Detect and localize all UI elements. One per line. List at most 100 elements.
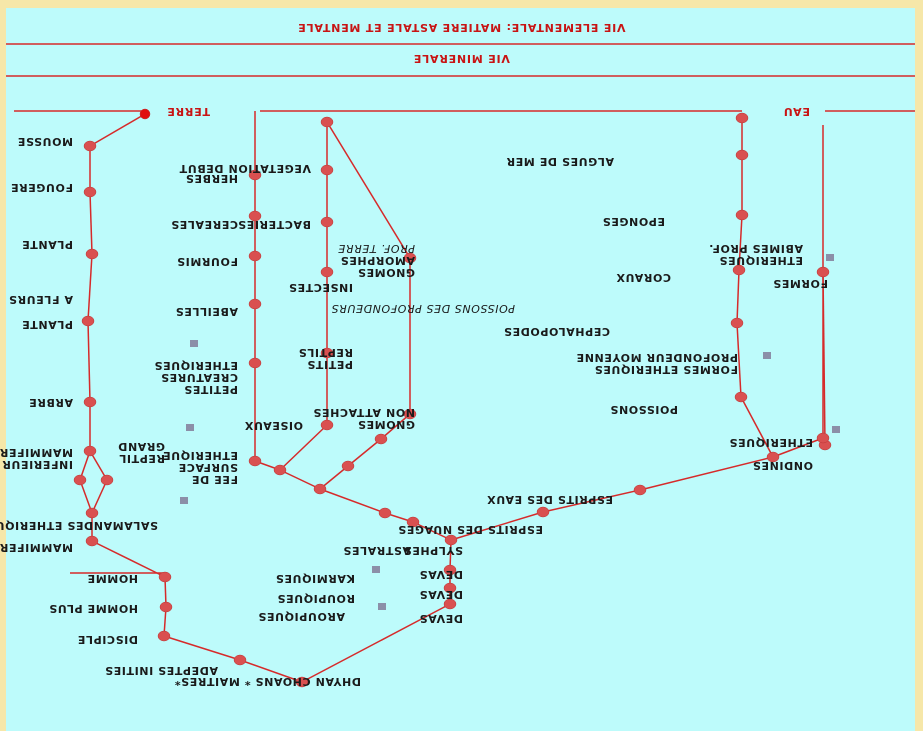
label-mousse: MOUSSE [17, 135, 73, 148]
label-abeilles: ABEILLES [175, 305, 238, 318]
node-gna2 [374, 433, 388, 445]
node-bact [320, 216, 334, 228]
node-disc [157, 630, 171, 642]
node-d3 [443, 598, 457, 610]
label-astrales: ASTRALES [343, 544, 411, 557]
diagram-panel [6, 8, 915, 731]
marker-2 [372, 566, 380, 573]
label-abimes-2: ETHERIQUES [719, 254, 803, 267]
label-karmiques: KARMIQUES [275, 572, 355, 585]
edge-gna1-gna2 [380, 413, 411, 440]
node-abi [816, 266, 830, 278]
label-plante-2: PLANTE [22, 318, 73, 331]
edge-veg-amo [326, 121, 411, 259]
label-creatures-1: PETITES [184, 383, 238, 396]
edge-foug-plante [89, 191, 93, 255]
label-reptils-1: PETITS [307, 358, 353, 371]
node-mi [83, 445, 97, 457]
node-mam [85, 535, 99, 547]
node-onJ [816, 432, 830, 444]
marker-6 [826, 254, 834, 261]
node-epo [735, 209, 749, 221]
node-hplus [159, 601, 173, 613]
diagram-edges [14, 110, 915, 683]
node-sylph [444, 534, 458, 546]
label-ondines-2: ONDINES [752, 459, 813, 472]
node-four [248, 250, 262, 262]
node-gna1 [403, 408, 417, 420]
label-coraux: CORAUX [616, 271, 671, 284]
marker-7 [190, 340, 198, 347]
edge-mam-hom [91, 540, 166, 578]
label-formes-moy-2: FORMES ETHERIQUES [594, 363, 738, 376]
label-eponges: EPONGES [602, 215, 665, 228]
node-foug [83, 186, 97, 198]
edge-eaux-nuag [542, 489, 641, 513]
edge-afl-arbre [87, 320, 91, 403]
label-cephalopodes: CEPHALOPODES [503, 325, 610, 338]
label-reptils-2: REPTILS [298, 346, 353, 359]
node-vegN [320, 164, 334, 176]
node-top [139, 108, 151, 120]
label-aroupiques: AROUPIQUES [258, 610, 345, 623]
edge-salJ-sal2 [319, 488, 386, 514]
node-dhyan [295, 676, 309, 688]
label-gnomes-prof-1: PROF. TERRE [338, 242, 415, 255]
label-arbre: ARBRE [29, 396, 73, 409]
marker-3 [378, 603, 386, 610]
label-abimes-1: ABIMES PROF. [709, 242, 803, 255]
edge-top-mousse [89, 113, 146, 147]
edge-gna3-salJ [319, 465, 349, 490]
marker-0 [186, 424, 194, 431]
label-fee-1: FEE DE [191, 473, 238, 486]
label-adeptes: ADEPTES INITIES [105, 664, 218, 677]
edge-mi-rep [89, 450, 108, 481]
label-a-fleurs: A FLEURS [8, 293, 73, 306]
label-devas-1: DEVAS [419, 568, 463, 581]
label-bacteries: BACTERIES [238, 218, 311, 231]
label-poissons: POISSONS [610, 403, 678, 416]
diagram-markers [180, 254, 840, 610]
label-plante: PLANTE [22, 238, 73, 251]
label-vegetation: VEGETATION DEBUT [179, 162, 311, 175]
node-tJ [273, 464, 287, 476]
node-cer [248, 210, 262, 222]
label-mammifere-inf-1: MAMMIFERE [0, 446, 73, 459]
label-devas-3: DEVAS [419, 612, 463, 625]
label-dhyan: DHYAN CHOANS * MAITRES* [174, 675, 361, 688]
edge-sal3-sylph [412, 521, 452, 541]
label-poissons-prof: POISSONS DES PROFONDEURS [331, 302, 515, 315]
node-mam1 [73, 474, 87, 486]
label-insectes: INSECTES [288, 281, 353, 294]
edge-ois-tJ [279, 424, 328, 471]
label-herbes: HERBES [185, 172, 238, 185]
label-formes-moy-1: PROFONDEUR MOYENNE [576, 351, 738, 364]
label-fee-2: SURFACE [178, 461, 238, 474]
node-gna3 [341, 460, 355, 472]
label-gnomes-prof-3: GNOMES [357, 266, 415, 279]
edge-abi-ondi [822, 271, 826, 446]
label-disciple: DISCIPLE [77, 633, 138, 646]
node-ins [320, 266, 334, 278]
label-gnomes-na-1: NON ATTACHES [313, 406, 415, 419]
label-homme-plus: HOMME PLUS [49, 602, 138, 615]
label-creatures-2: CREATURES [161, 371, 238, 384]
label-mammifere: MAMMIFERE [0, 541, 73, 554]
edge-cor-ceph [736, 269, 740, 324]
label-fourmis: FOURMIS [177, 255, 238, 268]
node-d1 [443, 564, 457, 576]
edge-dhyan-d3 [301, 603, 451, 683]
node-e0 [735, 112, 749, 124]
label-reptil-1: REPTIL [119, 452, 165, 465]
node-sal2 [378, 507, 392, 519]
node-cor [732, 264, 746, 276]
node-mousse [83, 140, 97, 152]
node-afl [81, 315, 95, 327]
label-oiseaux: OISEAUX [244, 419, 303, 432]
edge-adep-dhyan [239, 659, 303, 683]
node-fee [248, 455, 262, 467]
node-hom [158, 571, 172, 583]
node-nuag [536, 506, 550, 518]
edge-ceph-poi [736, 322, 742, 398]
marker-5 [832, 426, 840, 433]
